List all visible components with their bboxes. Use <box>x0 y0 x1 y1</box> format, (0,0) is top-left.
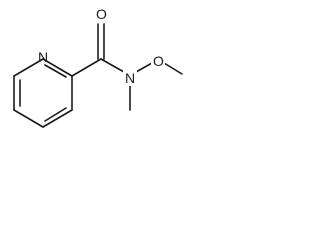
bond-c3-c4 <box>42 109 73 128</box>
bond-n-o <box>135 62 153 73</box>
pyridine-ring <box>13 58 73 128</box>
chemical-structure: N O N O <box>13 6 183 128</box>
bond-ring-carbonyl <box>71 58 102 77</box>
bond-c4-c5 <box>13 109 44 128</box>
atom-pyridine-nitrogen: N <box>38 49 48 65</box>
atom-amide-nitrogen: N <box>123 70 137 86</box>
bond-n1-c2 <box>42 58 73 77</box>
amide-chain <box>71 23 183 111</box>
bond-carbonyl-n <box>100 58 125 73</box>
methoxy-oxygen-label: O <box>153 53 164 69</box>
amide-nitrogen-label: N <box>125 70 135 86</box>
bond-o-methyl <box>163 62 183 75</box>
bond-inner-n1-c2 <box>44 64 67 78</box>
atom-methoxy-oxygen: O <box>151 53 165 69</box>
atom-carbonyl-oxygen: O <box>94 6 108 22</box>
bond-inner-c3-c4 <box>44 107 67 122</box>
bond-c6-n1 <box>13 58 44 77</box>
pyridine-nitrogen-label: N <box>38 49 48 65</box>
carbonyl-oxygen-label: O <box>96 6 107 22</box>
